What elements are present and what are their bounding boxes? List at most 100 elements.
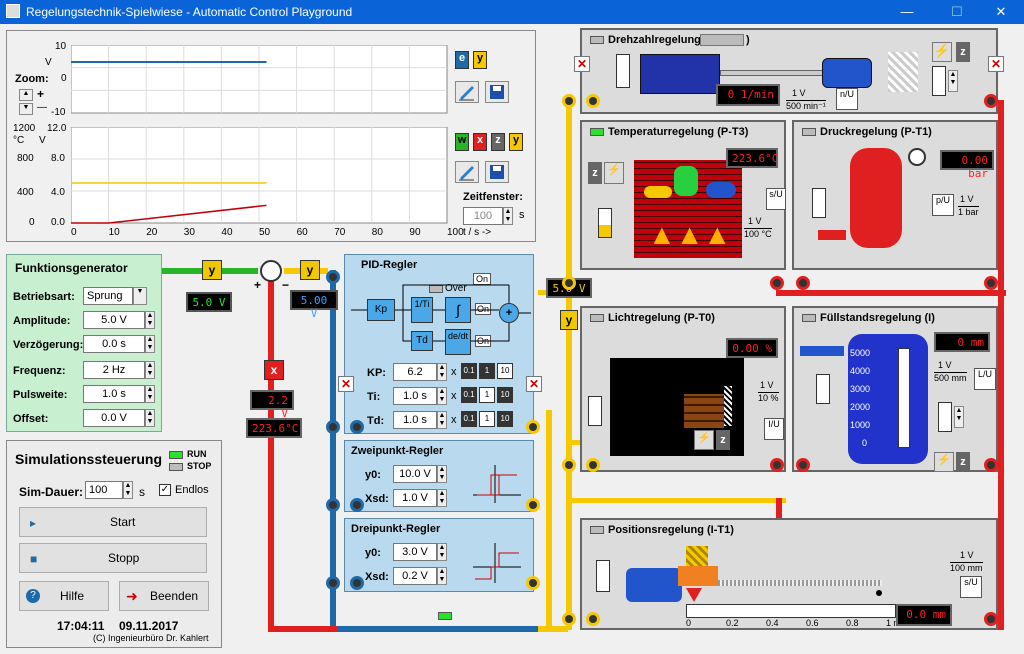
temperatur-disturbance-icon[interactable]: ⚡ — [604, 162, 624, 184]
ti-m1[interactable]: 1 — [479, 387, 495, 403]
zweipunkt-y0-input[interactable]: 10.0 V — [393, 465, 437, 483]
simdauer-input[interactable]: 100 — [85, 481, 123, 499]
td-input[interactable]: 1.0 s — [393, 411, 437, 429]
chart-edit-icon[interactable] — [455, 81, 479, 103]
connector-dot[interactable] — [326, 498, 340, 512]
chart-save-icon[interactable] — [485, 81, 509, 103]
connector-dot[interactable] — [326, 270, 340, 284]
connector-dot[interactable] — [562, 276, 576, 290]
connector-dot[interactable] — [350, 576, 364, 590]
druck-value: 0.00 bar — [940, 150, 994, 180]
stopp-button[interactable]: ■ Stopp — [19, 543, 207, 573]
ti-input[interactable]: 1.0 s — [393, 387, 437, 405]
amplitude-spinner[interactable]: ▲▼ — [145, 311, 155, 329]
drehzahl-spinner[interactable]: ▲▼ — [948, 70, 958, 92]
toggle-z-button[interactable]: z — [491, 133, 505, 151]
chart2-save-icon[interactable] — [485, 161, 509, 183]
connector-dot[interactable] — [350, 498, 364, 512]
simdauer-spinner[interactable]: ▲▼ — [123, 481, 133, 499]
betriebsart-dropdown-icon[interactable]: ▼ — [133, 287, 147, 305]
dreipunkt-y0-spinner[interactable]: ▲▼ — [437, 543, 447, 561]
connector-dot[interactable] — [984, 276, 998, 290]
zoom-up-button[interactable]: ▲ — [19, 89, 33, 101]
endlos-checkbox[interactable]: ✓ — [159, 484, 171, 496]
verzoegerung-input[interactable]: 0.0 s — [83, 335, 145, 353]
toggle-x-button[interactable]: x — [473, 133, 487, 151]
connector-dot[interactable] — [326, 420, 340, 434]
zweipunkt-y0-spinner[interactable]: ▲▼ — [437, 465, 447, 483]
drehzahl-left-x-icon[interactable]: ✕ — [574, 56, 590, 72]
connector-dot[interactable] — [562, 94, 576, 108]
drehzahl-slider[interactable] — [932, 66, 946, 96]
top-chart — [71, 45, 448, 114]
toggle-y2-button[interactable]: y — [509, 133, 523, 151]
pid-on-2[interactable]: On — [475, 303, 491, 315]
drehzahl-right-x-icon[interactable]: ✕ — [988, 56, 1004, 72]
chart2-edit-icon[interactable] — [455, 161, 479, 183]
fuellstand-spinner[interactable]: ▲▼ — [954, 406, 964, 428]
start-button[interactable]: ▸ Start — [19, 507, 207, 537]
td-m01[interactable]: 0.1 — [461, 411, 477, 427]
connector-dot[interactable] — [984, 458, 998, 472]
betriebsart-select[interactable]: Sprung — [83, 287, 133, 305]
ti-m01[interactable]: 0.1 — [461, 387, 477, 403]
connector-dot[interactable] — [586, 458, 600, 472]
kp-m10[interactable]: 10 — [497, 363, 513, 379]
dreipunkt-xsd-input[interactable]: 0.2 V — [393, 567, 437, 585]
dreipunkt-y0-input[interactable]: 3.0 V — [393, 543, 437, 561]
zoom-down-button[interactable]: ▼ — [19, 103, 33, 115]
ti-m10[interactable]: 10 — [497, 387, 513, 403]
connector-dot[interactable] — [350, 420, 364, 434]
close-button[interactable]: ✕ — [995, 4, 1007, 19]
fuellstand-disturbance-icon[interactable]: ⚡ — [934, 452, 954, 472]
drehzahl-disturbance-icon[interactable]: ⚡ — [932, 42, 952, 62]
pid-right-x-icon[interactable]: ✕ — [526, 376, 542, 392]
td-m10[interactable]: 10 — [497, 411, 513, 427]
zeitfenster-input[interactable]: 100 — [463, 207, 503, 225]
connector-dot[interactable] — [526, 420, 540, 434]
connector-dot[interactable] — [526, 576, 540, 590]
kp-input[interactable]: 6.2 — [393, 363, 437, 381]
kp-m01[interactable]: 0.1 — [461, 363, 477, 379]
connector-dot[interactable] — [984, 94, 998, 108]
frequenz-input[interactable]: 2 Hz — [83, 361, 145, 379]
zweipunkt-xsd-spinner[interactable]: ▲▼ — [437, 489, 447, 507]
td-m1[interactable]: 1 — [479, 411, 495, 427]
connector-dot[interactable] — [984, 612, 998, 626]
pulsweite-input[interactable]: 1.0 s — [83, 385, 145, 403]
pid-left-x-icon[interactable]: ✕ — [338, 376, 354, 392]
connector-dot[interactable] — [562, 458, 576, 472]
toggle-y-button[interactable]: y — [473, 51, 487, 69]
connector-dot[interactable] — [586, 94, 600, 108]
kp-m1[interactable]: 1 — [479, 363, 495, 379]
connector-dot[interactable] — [796, 458, 810, 472]
toggle-e-button[interactable]: e — [455, 51, 469, 69]
amplitude-input[interactable]: 5.0 V — [83, 311, 145, 329]
offset-input[interactable]: 0.0 V — [83, 409, 145, 427]
td-spinner[interactable]: ▲▼ — [437, 411, 447, 429]
minimize-button[interactable]: — — [900, 4, 914, 19]
drehzahl-type-selector[interactable] — [700, 34, 744, 46]
zweipunkt-xsd-input[interactable]: 1.0 V — [393, 489, 437, 507]
connector-dot[interactable] — [526, 498, 540, 512]
licht-disturbance-icon[interactable]: ⚡ — [694, 430, 714, 450]
connector-dot[interactable] — [770, 458, 784, 472]
maximize-button[interactable]: ☐ — [951, 4, 963, 19]
connector-dot[interactable] — [326, 576, 340, 590]
zeitfenster-spinner[interactable]: ▲▼ — [503, 207, 513, 225]
connector-dot[interactable] — [796, 276, 810, 290]
dreipunkt-xsd-spinner[interactable]: ▲▼ — [437, 567, 447, 585]
pulsweite-spinner[interactable]: ▲▼ — [145, 385, 155, 403]
connector-dot[interactable] — [770, 276, 784, 290]
ti-spinner[interactable]: ▲▼ — [437, 387, 447, 405]
toggle-w-button[interactable]: w — [455, 133, 469, 151]
kp-spinner[interactable]: ▲▼ — [437, 363, 447, 381]
beenden-button[interactable]: ➜ Beenden — [119, 581, 209, 611]
hilfe-button[interactable]: ? Hilfe — [19, 581, 109, 611]
connector-dot[interactable] — [562, 612, 576, 626]
offset-spinner[interactable]: ▲▼ — [145, 409, 155, 427]
frequenz-spinner[interactable]: ▲▼ — [145, 361, 155, 379]
verzoegerung-spinner[interactable]: ▲▼ — [145, 335, 155, 353]
fuellstand-slider[interactable] — [938, 402, 952, 432]
connector-dot[interactable] — [586, 612, 600, 626]
